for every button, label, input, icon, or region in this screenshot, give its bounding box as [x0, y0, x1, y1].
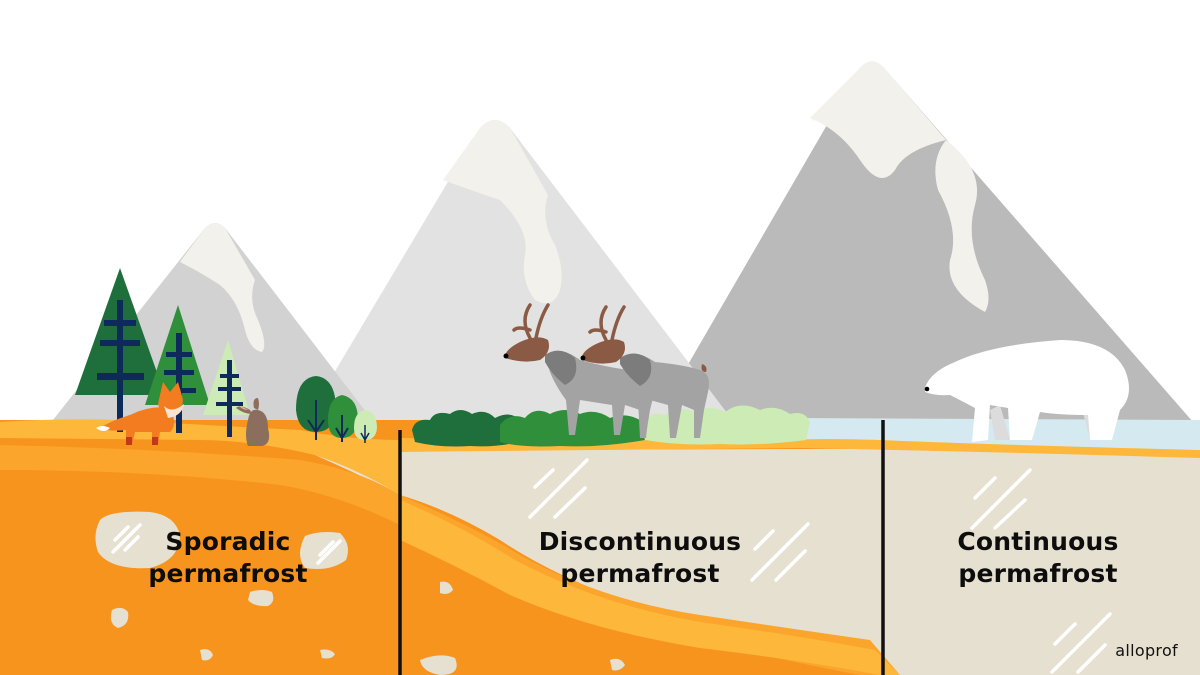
- label-line-2: permafrost: [148, 559, 308, 588]
- conifer-trees: [75, 268, 250, 437]
- mountain-small-snow: [180, 223, 265, 352]
- label-line-2: permafrost: [560, 559, 720, 588]
- label-line-1: Sporadic: [165, 527, 291, 556]
- mountain-middle-snow: [443, 120, 562, 304]
- rabbit-icon: [236, 398, 270, 446]
- deciduous-trees: [296, 376, 377, 443]
- frozen-ground: [315, 448, 1200, 675]
- alloprof-logo: alloprof: [1115, 641, 1178, 660]
- mountain-large: [650, 61, 1200, 430]
- label-line-1: Continuous: [957, 527, 1119, 556]
- label-sporadic-permafrost: Sporadic permafrost: [128, 526, 328, 590]
- label-line-2: permafrost: [958, 559, 1118, 588]
- zone-dividers: [398, 420, 885, 675]
- label-continuous-permafrost: Continuous permafrost: [928, 526, 1148, 590]
- ice-glints: [111, 458, 1112, 674]
- rocks: [95, 511, 625, 675]
- label-line-1: Discontinuous: [538, 527, 742, 556]
- polar-bear-icon: [924, 340, 1129, 442]
- label-discontinuous-permafrost: Discontinuous permafrost: [520, 526, 760, 590]
- caribou-icon: [580, 305, 709, 438]
- fox-icon: [96, 382, 184, 445]
- mountain-middle: [300, 120, 740, 430]
